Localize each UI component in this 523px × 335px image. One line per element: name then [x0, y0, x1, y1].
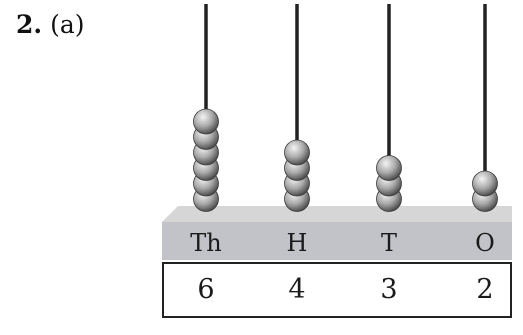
answer-digit-o: 2: [476, 274, 494, 305]
answer-digit-h: 4: [288, 274, 306, 305]
question-part: (a): [50, 10, 85, 39]
beads-layer: [193, 108, 498, 212]
bead-o-2: [472, 170, 498, 197]
question-label: 2.(a): [16, 10, 85, 39]
answer-box: 6 4 3 2: [162, 262, 512, 318]
abacus-base-front: [162, 222, 512, 260]
abacus-diagram: Th H T O: [162, 4, 512, 260]
question-number: 2.: [16, 10, 43, 39]
place-label-h: H: [287, 229, 308, 257]
answer-digit-t: 3: [380, 274, 398, 305]
abacus-base-top: [162, 206, 512, 222]
bead-th-6: [193, 108, 219, 135]
bead-h-4: [284, 139, 310, 166]
labels-layer: Th H T O: [190, 229, 495, 257]
bead-t-3: [376, 155, 402, 181]
place-label-t: T: [381, 229, 397, 257]
rods-layer: [204, 4, 487, 212]
place-label-th: Th: [190, 229, 221, 257]
place-label-o: O: [475, 229, 495, 257]
answer-digit-th: 6: [197, 274, 215, 305]
